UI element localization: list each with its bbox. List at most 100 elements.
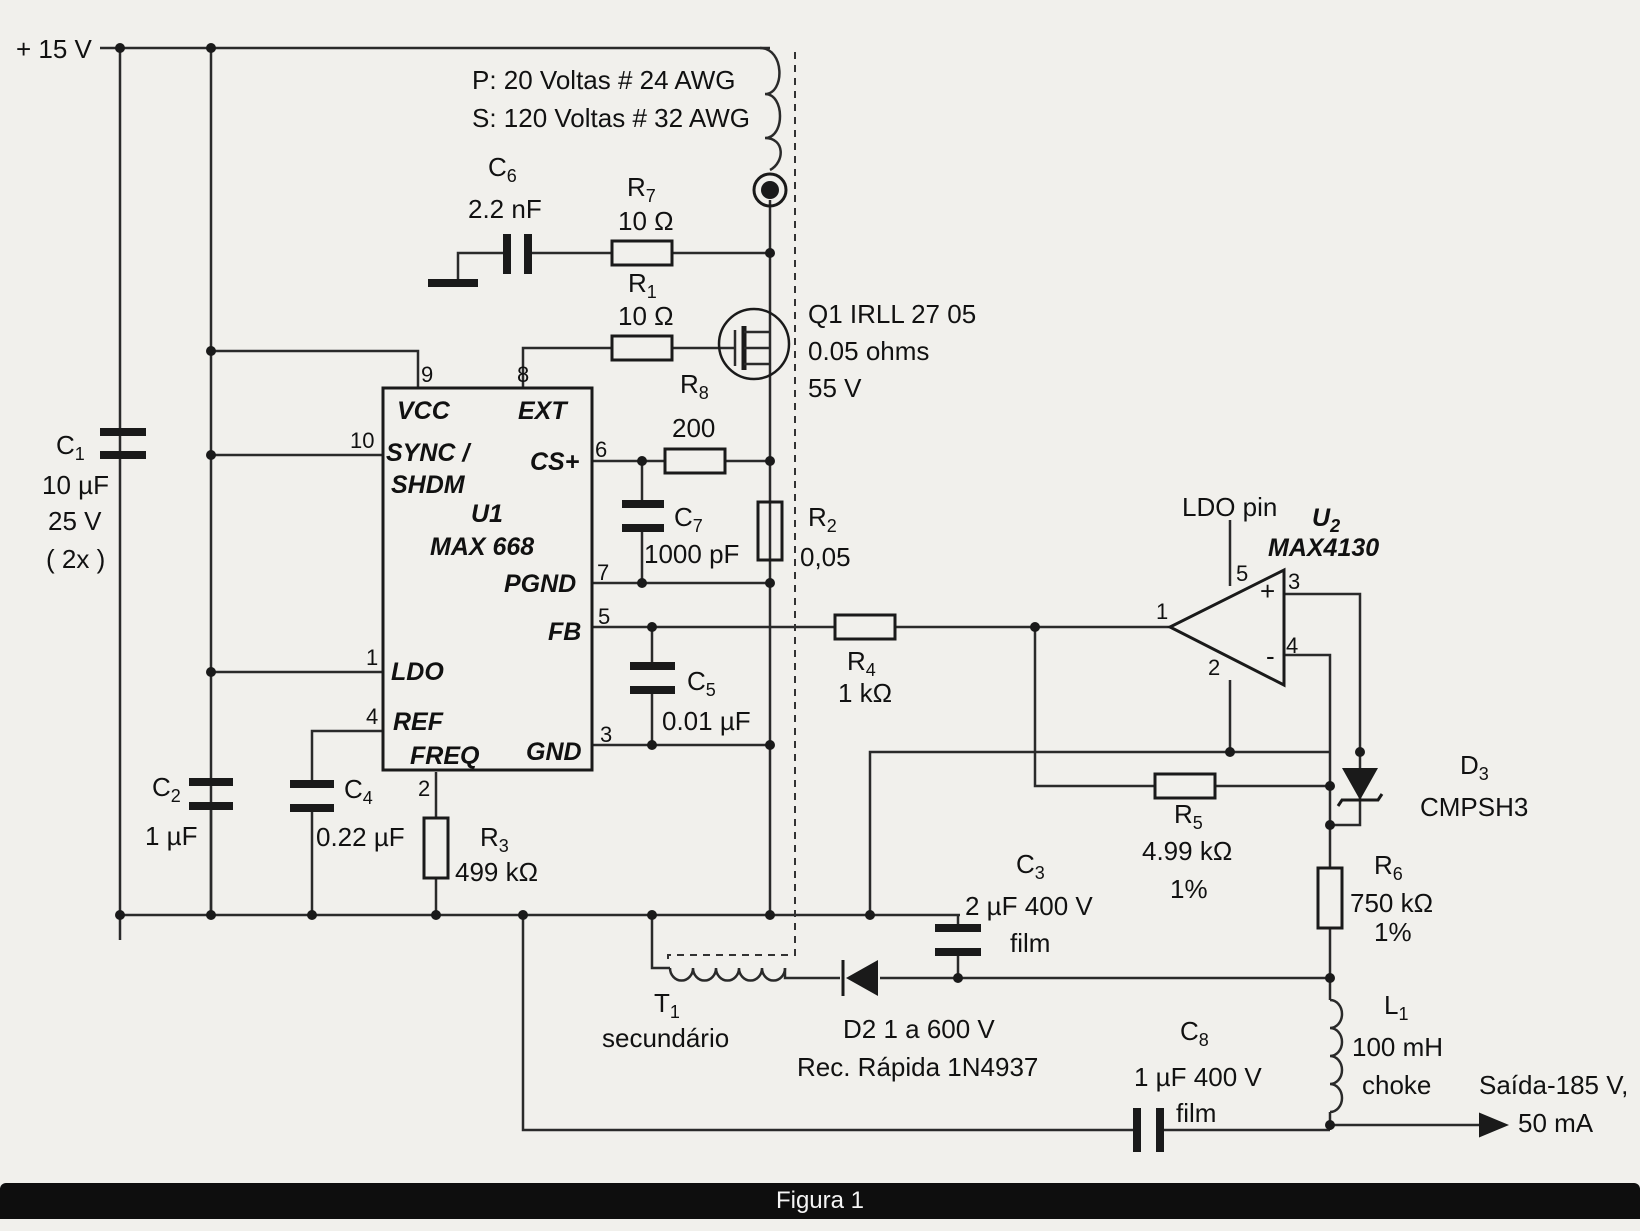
u2-plus: +	[1260, 576, 1275, 606]
r3-value: 499 kΩ	[455, 857, 538, 887]
c2-value: 1 µF	[145, 821, 198, 851]
c5-ref: C5	[687, 666, 716, 700]
diode-d3	[1336, 768, 1384, 807]
c8-value: 1 µF 400 V	[1134, 1062, 1262, 1092]
c1-voltage: 25 V	[48, 506, 102, 536]
r1-value: 10 Ω	[618, 301, 674, 331]
r7-ref: R7	[627, 172, 656, 206]
supply-label: + 15 V	[16, 34, 93, 64]
r7-value: 10 Ω	[618, 206, 674, 236]
figure-caption: Figura 1	[775, 1187, 865, 1214]
r6-value: 750 kΩ	[1350, 888, 1433, 918]
r2-ref: R2	[808, 502, 837, 536]
capacitor-c4	[290, 780, 334, 812]
capacitor-c7	[622, 500, 664, 532]
u1-part: MAX 668	[430, 533, 534, 561]
c5-value: 0.01 µF	[662, 706, 751, 736]
u1-pin5: 5	[598, 604, 610, 629]
c7-ref: C7	[674, 502, 703, 536]
r4-value: 1 kΩ	[838, 678, 892, 708]
resistor-r7	[610, 239, 674, 267]
transformer-secondary-coil	[668, 967, 787, 982]
u1-pin-csp: CS+	[530, 448, 580, 476]
c3-type: film	[1010, 928, 1050, 958]
capacitor-c8	[1133, 1108, 1164, 1152]
u2-minus: -	[1266, 641, 1275, 671]
c3-ref: C3	[1016, 849, 1045, 883]
u1-pin-freq: FREQ	[410, 742, 480, 770]
c2-ref: C2	[152, 772, 181, 806]
transformer-primary-coil	[752, 46, 788, 208]
u1-pin-ldo: LDO	[391, 658, 444, 686]
transformer-secondary-label: S: 120 Voltas # 32 AWG	[472, 103, 750, 133]
caption-bar	[0, 1183, 1640, 1219]
d2-label-1: D2 1 a 600 V	[843, 1014, 995, 1044]
u1-pin-gnd: GND	[526, 738, 582, 766]
u2-pin1: 1	[1156, 599, 1168, 624]
output-label-1: Saída-185 V,	[1479, 1070, 1628, 1100]
resistor-r8	[663, 447, 727, 475]
t1-ref: T1	[654, 988, 680, 1022]
wires	[100, 46, 1509, 1138]
resistor-r2	[756, 500, 784, 562]
mosfet-q1	[717, 307, 791, 381]
r2-value: 0,05	[800, 542, 851, 572]
c4-value: 0.22 µF	[316, 822, 405, 852]
d3-part: CMPSH3	[1420, 792, 1528, 822]
resistor-r3	[422, 816, 450, 880]
c1-value: 10 µF	[42, 470, 109, 500]
u1-ref: U1	[471, 500, 503, 528]
opamp-u2	[1166, 567, 1286, 688]
l1-ref: L1	[1384, 990, 1408, 1024]
u1-pin-sync: SYNC /	[386, 439, 472, 467]
d3-ref: D3	[1460, 750, 1489, 784]
c6-ref: C6	[488, 152, 517, 186]
u1-pin7: 7	[597, 560, 609, 585]
output-label-2: 50 mA	[1518, 1108, 1594, 1138]
u1-pin-fb: FB	[548, 618, 581, 646]
u1-pin-vcc: VCC	[397, 397, 451, 425]
r6-tol: 1%	[1374, 917, 1412, 947]
c1-ref: C1	[56, 430, 85, 464]
junction-dots	[115, 43, 1365, 1130]
inductor-l1	[1329, 998, 1344, 1114]
capacitor-c2	[189, 778, 233, 810]
u1-pin1: 1	[366, 645, 378, 670]
d2-label-2: Rec. Rápida 1N4937	[797, 1052, 1038, 1082]
u1-pin3: 3	[600, 722, 612, 747]
c3-value: 2 µF 400 V	[965, 891, 1093, 921]
transformer-core-line	[667, 52, 796, 965]
u1-pin4: 4	[366, 704, 378, 729]
r4-ref: R4	[847, 646, 876, 680]
u1-pin10: 10	[350, 428, 374, 453]
l1-type: choke	[1362, 1070, 1431, 1100]
r5-ref: R5	[1174, 799, 1203, 833]
capacitor-c3	[935, 924, 981, 956]
c7-value: 1000 pF	[644, 539, 739, 569]
q1-vds: 55 V	[808, 373, 862, 403]
u1-pin2: 2	[418, 776, 430, 801]
u2-ref: U2	[1312, 504, 1340, 536]
c8-ref: C8	[1180, 1016, 1209, 1050]
c1-qty: ( 2x )	[46, 544, 105, 574]
l1-value: 100 mH	[1352, 1032, 1443, 1062]
capacitor-c1	[100, 428, 146, 459]
r3-ref: R3	[480, 822, 509, 856]
capacitor-c5	[630, 662, 675, 694]
u1-pin-ref: REF	[393, 708, 444, 736]
u1-pin9: 9	[421, 362, 433, 387]
ic-u1-body	[381, 386, 594, 772]
q1-name: Q1 IRLL 27 05	[808, 299, 976, 329]
r5-tol: 1%	[1170, 874, 1208, 904]
u1-pin8: 8	[517, 362, 529, 387]
u2-pin3: 3	[1288, 569, 1300, 594]
r5-value: 4.99 kΩ	[1142, 836, 1232, 866]
u2-part: MAX4130	[1268, 534, 1379, 562]
capacitor-c6	[428, 234, 532, 287]
diode-d2	[841, 960, 878, 996]
resistor-r4	[833, 613, 897, 641]
u1-pin-ext: EXT	[518, 397, 569, 425]
r8-value: 200	[672, 413, 715, 443]
u2-pin5: 5	[1236, 561, 1248, 586]
